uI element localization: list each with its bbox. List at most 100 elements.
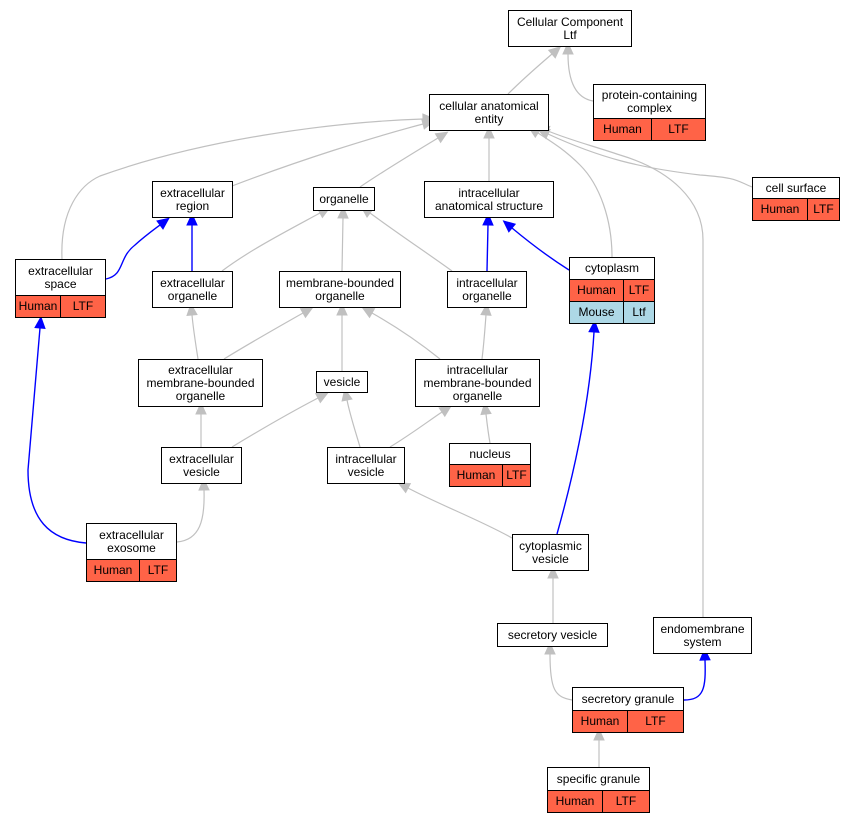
gene-cell: Ltf bbox=[623, 302, 654, 323]
node-extracellular-region[interactable]: extracellular region bbox=[152, 181, 233, 218]
species-cell: Mouse bbox=[578, 305, 615, 319]
node-extracellular-vesicle[interactable]: extracellular vesicle bbox=[161, 447, 242, 484]
node-label: intracellular anatomical structure bbox=[434, 185, 544, 213]
node-label: nucleus bbox=[469, 446, 511, 461]
edge-intracellular-vesicle-to-intracellular-mb-organelle bbox=[389, 411, 443, 448]
edge-vesicle-to-membrane-bounded-organelle-arrowhead bbox=[336, 302, 348, 316]
node-extracellular-organelle[interactable]: extracellular organelle bbox=[152, 271, 233, 308]
node-intracellular-vesicle[interactable]: intracellular vesicle bbox=[327, 447, 405, 484]
edge-extracellular-mb-organelle-to-extracellular-organelle bbox=[191, 314, 199, 360]
edge-protein-complex-to-cellular-component bbox=[567, 53, 594, 102]
node-cytoplasmic-vesicle[interactable]: cytoplasmic vesicle bbox=[512, 534, 589, 571]
edge-secretory-granule-to-secretory-vesicle-arrowhead bbox=[544, 641, 556, 655]
edge-secretory-granule-to-endomembrane-system bbox=[683, 659, 706, 701]
species-cell: Human bbox=[18, 299, 58, 313]
species-cell: Human bbox=[577, 283, 616, 297]
edge-intracellular-vesicle-to-intracellular-mb-organelle-arrowhead bbox=[438, 405, 453, 418]
edge-extracellular-exosome-to-extracellular-vesicle-arrowhead bbox=[198, 477, 210, 491]
node-label: organelle bbox=[319, 191, 369, 206]
edge-cell-surface-to-anatomical-entity bbox=[547, 133, 753, 188]
node-label: protein-containing complex bbox=[601, 87, 698, 115]
edge-secretory-granule-to-secretory-vesicle bbox=[549, 653, 573, 701]
gene-cell: LTF bbox=[807, 199, 839, 220]
species-cell: Human bbox=[555, 794, 595, 808]
annotation-row-human: Human LTF bbox=[573, 710, 683, 732]
node-vesicle[interactable]: vesicle bbox=[316, 371, 368, 393]
node-cellular-component[interactable]: Cellular Component Ltf bbox=[508, 10, 632, 47]
annotation-row-human: Human LTF bbox=[570, 279, 654, 301]
species-cell: Human bbox=[603, 122, 642, 136]
edge-intracellular-mb-organelle-to-intracellular-organelle-arrowhead bbox=[480, 302, 492, 316]
node-label: intracellular vesicle bbox=[335, 451, 397, 479]
node-label: cellular anatomical entity bbox=[439, 98, 539, 126]
annotation-row-mouse: Mouse Ltf bbox=[570, 301, 654, 323]
gene-cell: LTF bbox=[651, 119, 705, 140]
edge-anatomical-entity-to-cellular-component bbox=[507, 53, 553, 95]
node-label: specific granule bbox=[556, 771, 641, 786]
node-intracellular-organelle[interactable]: intracellular organelle bbox=[447, 271, 527, 308]
edge-extracellular-space-to-anatomical-entity bbox=[61, 118, 424, 260]
species-cell: Human bbox=[456, 468, 496, 482]
node-label: intracellular membrane-bounded organelle bbox=[423, 362, 532, 403]
species-cell: Human bbox=[580, 714, 620, 728]
edge-cytoplasm-to-intracellular-structure-arrowhead bbox=[502, 220, 517, 233]
edge-anatomical-entity-to-cellular-component-arrowhead bbox=[547, 46, 562, 59]
edge-organelle-to-anatomical-entity-arrowhead bbox=[434, 131, 449, 144]
edge-secretory-granule-to-endomembrane-system-arrowhead bbox=[699, 647, 711, 661]
node-endomembrane-system[interactable]: endomembrane system bbox=[653, 617, 752, 654]
edge-extracellular-vesicle-to-vesicle-arrowhead bbox=[314, 392, 329, 404]
edge-intracellular-structure-to-anatomical-entity-arrowhead bbox=[483, 125, 495, 139]
edge-extracellular-vesicle-to-extracellular-mb-organelle-arrowhead bbox=[195, 401, 207, 415]
gene-cell: LTF bbox=[502, 465, 530, 486]
node-secretory-vesicle[interactable]: secretory vesicle bbox=[497, 623, 608, 647]
edge-intracellular-mb-organelle-to-membrane-bounded-organelle-arrowhead bbox=[361, 306, 376, 319]
node-anatomical-entity[interactable]: cellular anatomical entity bbox=[429, 94, 549, 131]
edge-extracellular-organelle-to-extracellular-region-arrowhead bbox=[186, 212, 198, 226]
edge-extracellular-mb-organelle-to-membrane-bounded-organelle-arrowhead bbox=[299, 306, 314, 319]
node-label: membrane-bounded organelle bbox=[285, 275, 395, 303]
node-label: extracellular organelle bbox=[160, 275, 225, 303]
edge-extracellular-vesicle-to-vesicle bbox=[231, 397, 319, 448]
edge-nucleus-to-intracellular-mb-organelle-arrowhead bbox=[480, 401, 492, 416]
node-label: cell surface bbox=[765, 180, 827, 195]
gene-cell: LTF bbox=[602, 791, 649, 812]
species-cell: Human bbox=[760, 202, 800, 216]
node-label: extracellular membrane-bounded organelle bbox=[146, 362, 255, 403]
edge-specific-granule-to-secretory-granule-arrowhead bbox=[593, 727, 605, 741]
edge-membrane-bounded-organelle-to-organelle-arrowhead bbox=[337, 205, 349, 219]
edge-intracellular-organelle-to-organelle bbox=[369, 212, 453, 272]
node-label: cytoplasm bbox=[584, 261, 640, 275]
node-label: extracellular exosome bbox=[99, 527, 164, 555]
edge-protein-complex-to-cellular-component-arrowhead bbox=[562, 41, 574, 55]
node-label: endomembrane system bbox=[660, 621, 745, 649]
annotation-row-human: Human LTF bbox=[594, 118, 705, 140]
edge-extracellular-space-to-anatomical-entity-arrowhead bbox=[422, 113, 436, 125]
node-organelle[interactable]: organelle bbox=[313, 187, 375, 211]
node-label: vesicle bbox=[323, 374, 361, 389]
node-label: secretory granule bbox=[581, 691, 675, 706]
edge-extracellular-space-to-extracellular-region-arrowhead bbox=[156, 217, 170, 230]
node-intracellular-mb-organelle[interactable]: intracellular membrane-bounded organelle bbox=[415, 359, 540, 407]
node-membrane-bounded-organelle[interactable]: membrane-bounded organelle bbox=[279, 271, 401, 308]
node-intracellular-structure[interactable]: intracellular anatomical structure bbox=[424, 181, 554, 218]
edge-endomembrane-system-to-anatomical-entity bbox=[547, 130, 704, 617]
node-label: extracellular space bbox=[28, 263, 93, 291]
annotation-row-human: Human LTF bbox=[548, 790, 649, 812]
gene-cell: LTF bbox=[627, 711, 683, 732]
node-extracellular-mb-organelle[interactable]: extracellular membrane-bounded organelle bbox=[138, 359, 263, 407]
gene-cell: LTF bbox=[623, 280, 654, 301]
gene-cell: LTF bbox=[60, 296, 105, 317]
node-label: Cellular Component Ltf bbox=[516, 14, 624, 42]
edge-extracellular-mb-organelle-to-extracellular-organelle-arrowhead bbox=[186, 302, 198, 317]
edge-extracellular-organelle-to-organelle bbox=[221, 212, 321, 272]
edge-organelle-to-anatomical-entity bbox=[359, 137, 439, 188]
